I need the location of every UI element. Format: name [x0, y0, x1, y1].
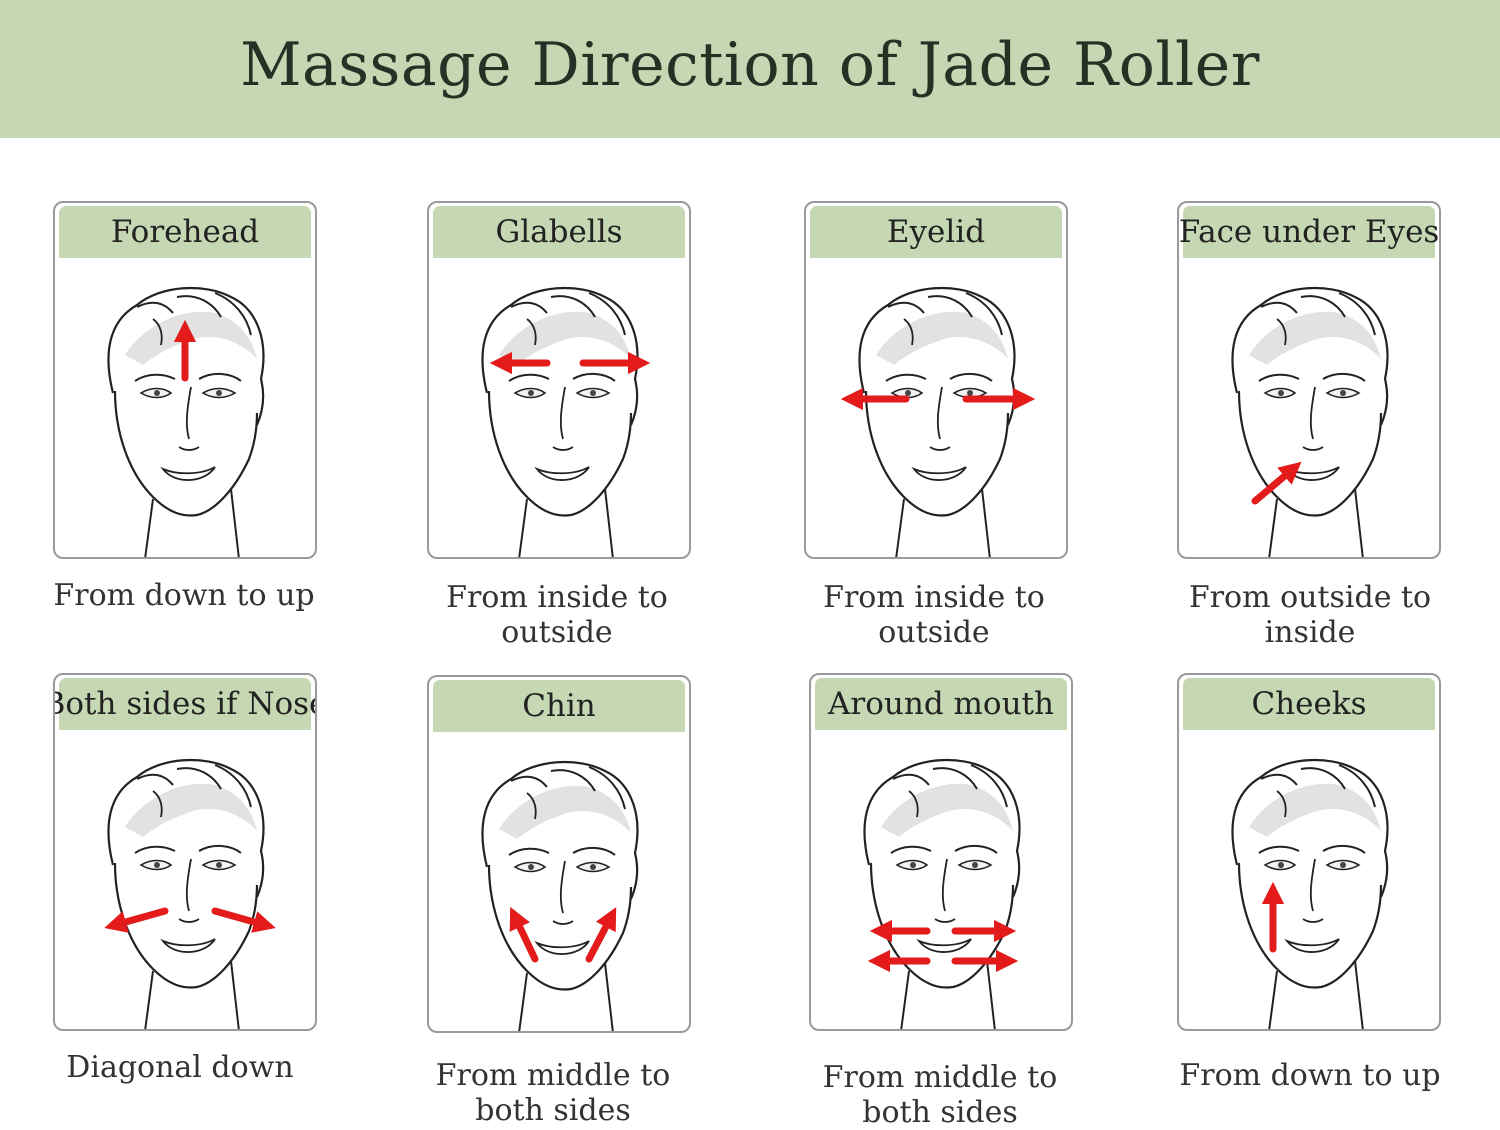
face-arrow-up-forehead-icon	[107, 286, 265, 557]
panel-caption: From middle to both sides	[435, 1058, 671, 1128]
panel-label: Forehead	[59, 206, 311, 258]
face-arrow-diagonal-under-eye-icon	[1231, 286, 1389, 557]
panel-eyelid: Eyelid	[804, 201, 1068, 559]
panel-forehead: Forehead	[53, 201, 317, 559]
panel-caption: From middle to both sides	[822, 1060, 1058, 1130]
title-banner: Massage Direction of Jade Roller	[0, 0, 1500, 138]
panel-label: Around mouth	[815, 678, 1067, 730]
direction-arrow	[211, 907, 276, 933]
panel-caption: From down to up	[1179, 1058, 1441, 1093]
direction-arrow	[1251, 461, 1302, 505]
direction-arrow	[104, 907, 169, 933]
panel-around-mouth: Around mouth	[809, 673, 1073, 1031]
direction-arrow	[509, 906, 539, 963]
face-arrows-outward-brow-icon	[481, 286, 651, 557]
face-arrows-up-chin-icon	[481, 760, 639, 1031]
panel-both-sides-of-nose: Both sides if Nose	[53, 673, 317, 1031]
panel-label: Eyelid	[810, 206, 1062, 258]
face-arrows-diagonal-down-icon	[104, 758, 276, 1029]
face-arrows-outward-mouth-icon	[863, 758, 1021, 1029]
panel-label: Chin	[433, 680, 685, 732]
panel-glabells: Glabells	[427, 201, 691, 559]
panel-face-under-eyes: Face under Eyes	[1177, 201, 1441, 559]
panel-caption: From inside to outside	[446, 580, 668, 650]
panel-label: Glabells	[433, 206, 685, 258]
panel-chin: Chin	[427, 675, 691, 1033]
page-title: Massage Direction of Jade Roller	[240, 30, 1260, 100]
panel-caption: From down to up	[53, 578, 315, 613]
face-arrow-up-cheek-icon	[1231, 758, 1389, 1029]
panel-caption: From inside to outside	[823, 580, 1045, 650]
panel-label: Cheeks	[1183, 678, 1435, 730]
panel-caption: Diagonal down	[66, 1050, 294, 1085]
direction-arrow	[585, 907, 617, 963]
panel-cheeks: Cheeks	[1177, 673, 1441, 1031]
face-arrows-outward-eyes-icon	[840, 286, 1036, 557]
panel-caption: From outside to inside	[1188, 580, 1432, 650]
panel-label: Both sides if Nose	[55, 678, 315, 730]
panel-label: Face under Eyes	[1179, 206, 1439, 258]
